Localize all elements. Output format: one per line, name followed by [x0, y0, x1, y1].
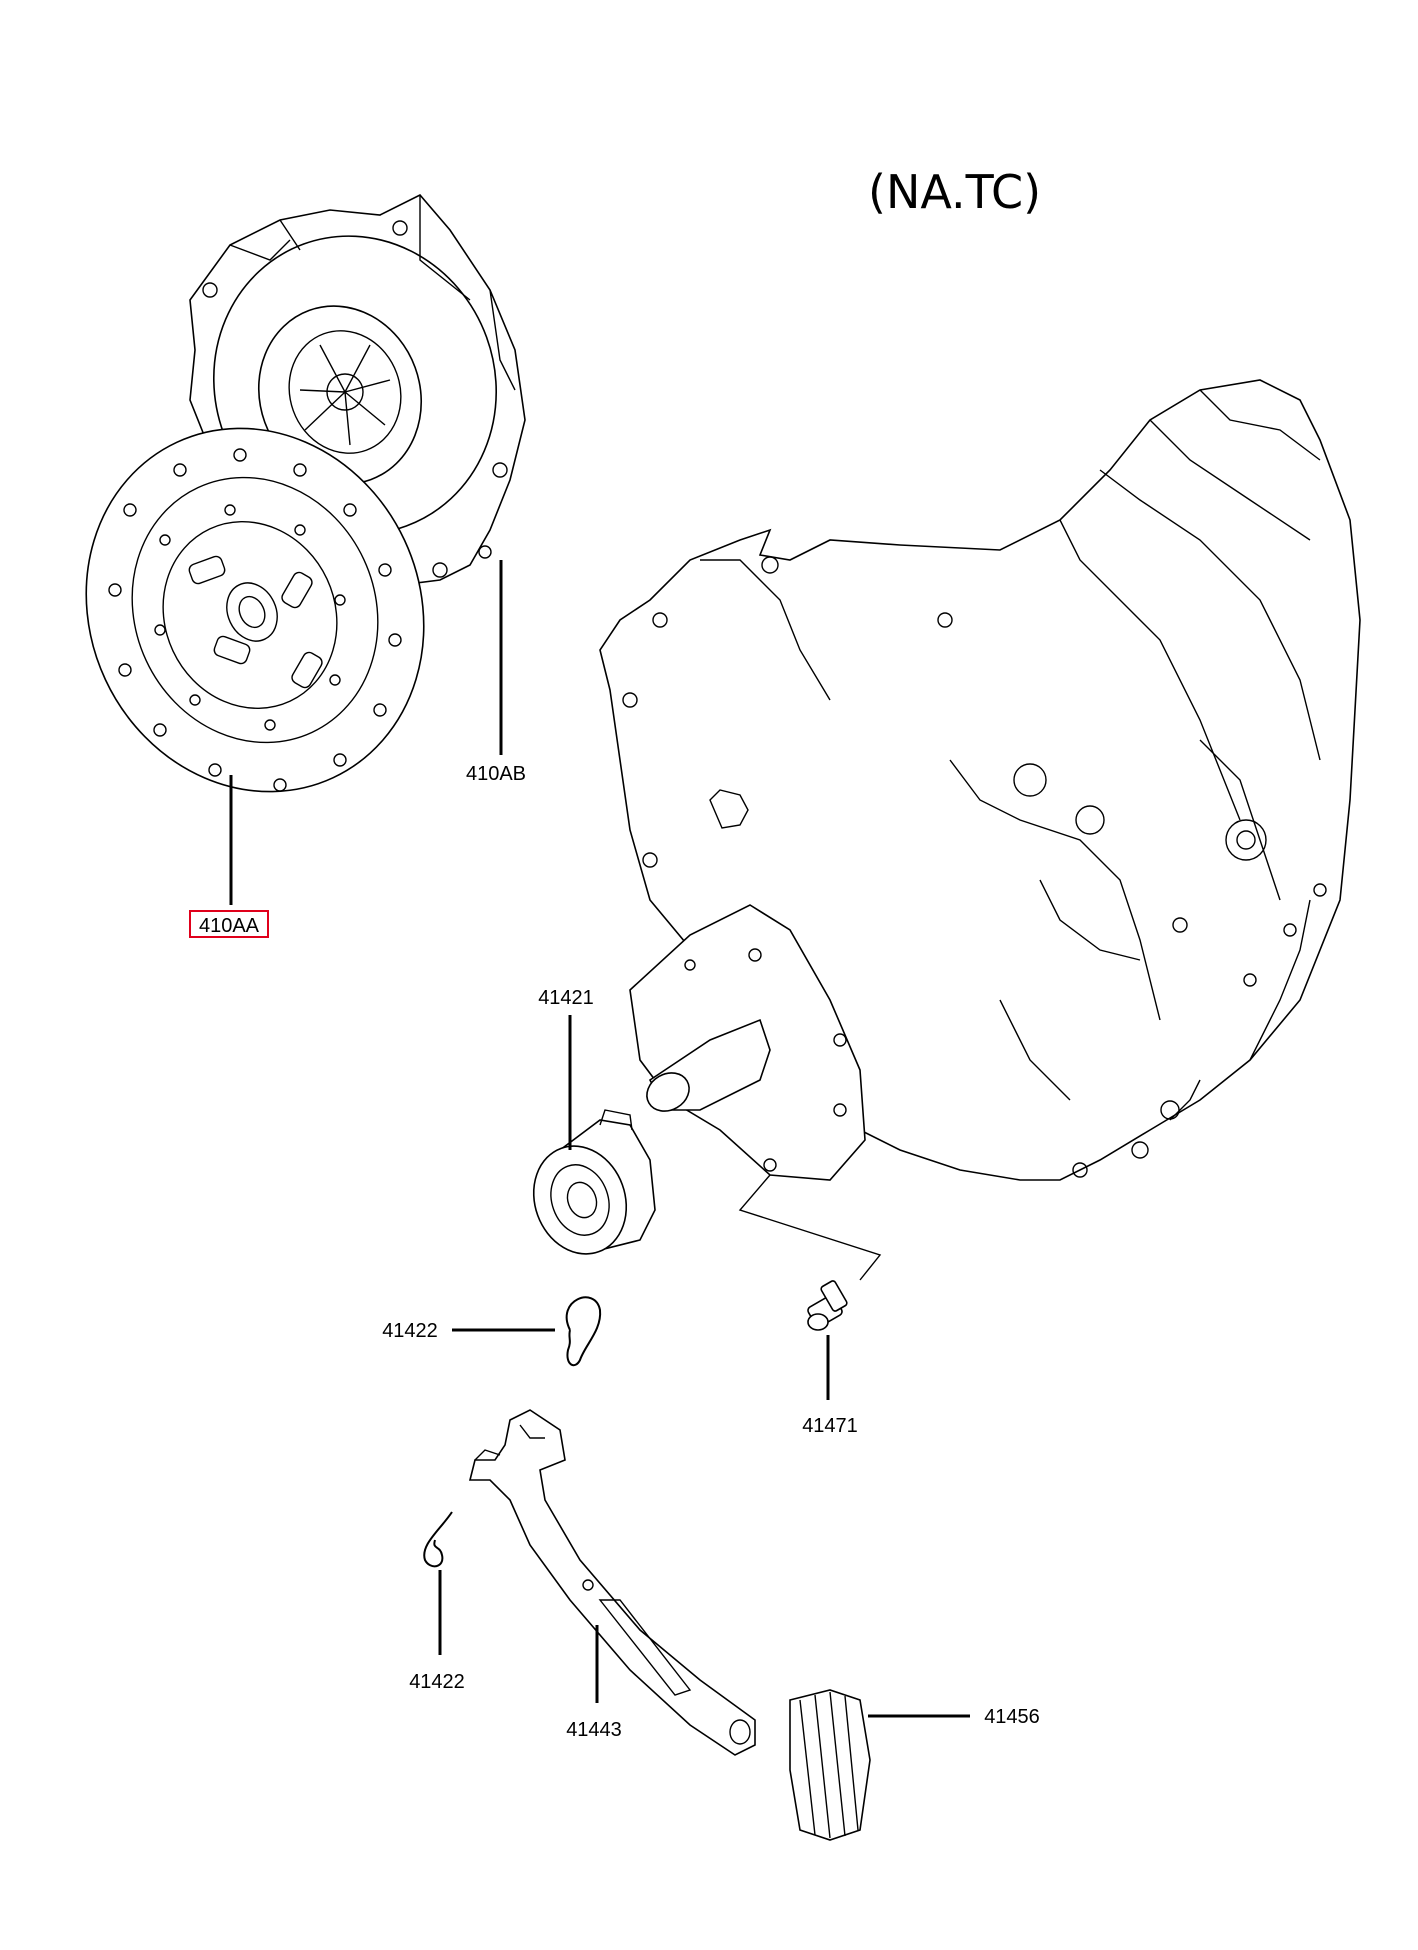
label-41422-lower[interactable]: 41422: [409, 1671, 465, 1693]
label-highlight-box: [189, 910, 269, 938]
boot: [789, 1689, 871, 1841]
label-41421[interactable]: 41421: [538, 987, 594, 1009]
clip-lower: [423, 1511, 453, 1568]
label-410AA[interactable]: 410AA: [199, 915, 260, 937]
label-41443[interactable]: 41443: [566, 1719, 622, 1741]
label-410AB[interactable]: 410AB: [466, 763, 526, 785]
release-bearing: [532, 1109, 656, 1255]
leader-lines: [229, 560, 970, 1718]
clutch-disc: [85, 427, 425, 793]
pivot-bolt: [738, 1174, 882, 1331]
part-labels: 410AA 410AB 41421 41422 41471 41422 4144…: [189, 763, 1040, 1741]
variant-label: (NA.TC): [868, 165, 1041, 219]
label-41422-upper[interactable]: 41422: [382, 1320, 438, 1342]
label-41456[interactable]: 41456: [984, 1706, 1040, 1728]
guide-tube: [629, 904, 866, 1181]
clip-upper: [565, 1296, 602, 1367]
release-fork: [468, 1409, 756, 1756]
label-41471[interactable]: 41471: [802, 1415, 858, 1437]
disc-rivets: [108, 448, 402, 792]
